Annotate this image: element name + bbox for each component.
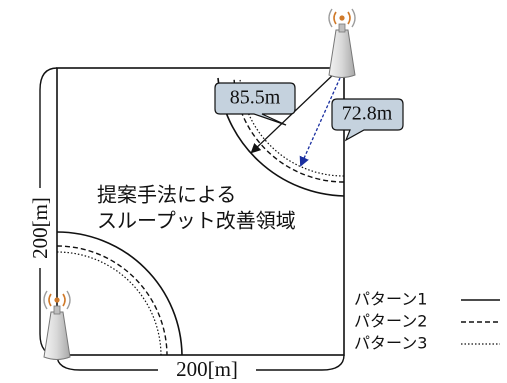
distance-label-1: 85.5m xyxy=(230,87,281,109)
antenna-tower-icon xyxy=(328,8,356,78)
legend-pattern2-label: パターン2 xyxy=(354,312,427,331)
distance-arrow-2 xyxy=(299,77,341,167)
region-label-line2: スループット改善領域 xyxy=(97,209,296,233)
arc-pattern3-bottom-left xyxy=(56,251,162,356)
legend: パターン1 パターン2 パターン3 xyxy=(354,290,500,353)
distance-label-2: 72.8m xyxy=(342,103,393,125)
legend-pattern1-label: パターン1 xyxy=(354,290,427,309)
arc-pattern2-bottom-left xyxy=(56,245,168,356)
arc-pattern1-bottom-left xyxy=(56,231,183,356)
improvement-region-label: 提案手法による スループット改善領域 xyxy=(97,183,296,233)
width-label: 200[m] xyxy=(176,357,238,381)
width-dimension: 200[m] xyxy=(56,354,345,381)
height-label: 200[m] xyxy=(28,197,52,259)
distance-callout-1: 85.5m xyxy=(214,82,296,126)
antenna-tower-icon xyxy=(43,290,71,360)
distance-callout-2: 72.8m xyxy=(331,98,404,142)
legend-pattern3-label: パターン3 xyxy=(354,334,427,353)
service-area-square xyxy=(56,67,345,356)
coverage-arcs-bottom-left xyxy=(56,231,183,356)
region-label-line1: 提案手法による xyxy=(97,183,236,207)
